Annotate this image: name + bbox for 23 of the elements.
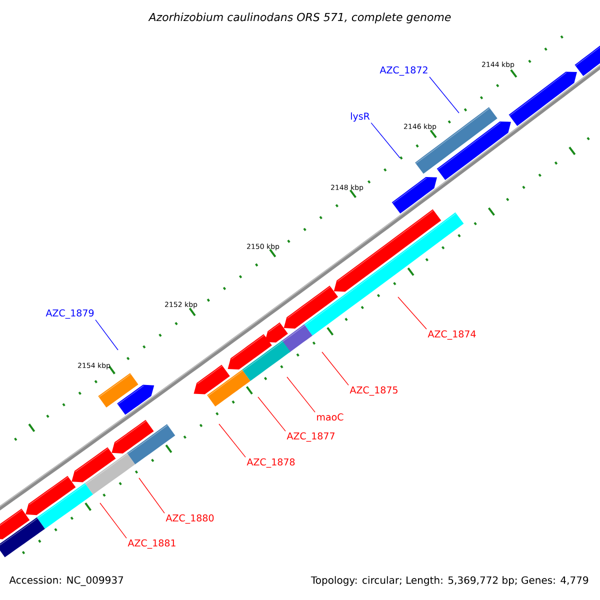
gene-label: lysR — [351, 112, 370, 122]
title: Azorhizobium caulinodans ORS 571, complete genome — [148, 12, 451, 24]
gene-label: AZC_1879 — [46, 309, 94, 319]
leader-line — [286, 376, 316, 413]
leader-line — [138, 478, 165, 514]
leader-line — [218, 424, 246, 458]
gene-label: AZC_1872 — [380, 66, 428, 76]
leader-line — [100, 502, 127, 538]
gene-label: AZC_1874 — [428, 330, 476, 340]
gene-label: AZC_1878 — [246, 458, 295, 468]
leader-line — [322, 352, 349, 386]
gene-label: AZC_1881 — [128, 539, 176, 549]
gene-label: AZC_1877 — [286, 432, 334, 442]
gene-label: AZC_1880 — [166, 514, 214, 524]
gene-label: maoC — [317, 413, 344, 421]
gene-label: AZC_1875 — [350, 386, 398, 396]
leader-line — [398, 296, 427, 330]
leader-line — [429, 76, 460, 114]
leader-line — [370, 122, 400, 158]
genome-summary-text: Topology: circular; Length: 5,369,772 bp; Genes: 4,779 — [310, 576, 588, 586]
accession-text: Accession: NC_009937 — [9, 576, 124, 586]
leader-line — [95, 320, 118, 350]
leader-line — [258, 396, 286, 432]
